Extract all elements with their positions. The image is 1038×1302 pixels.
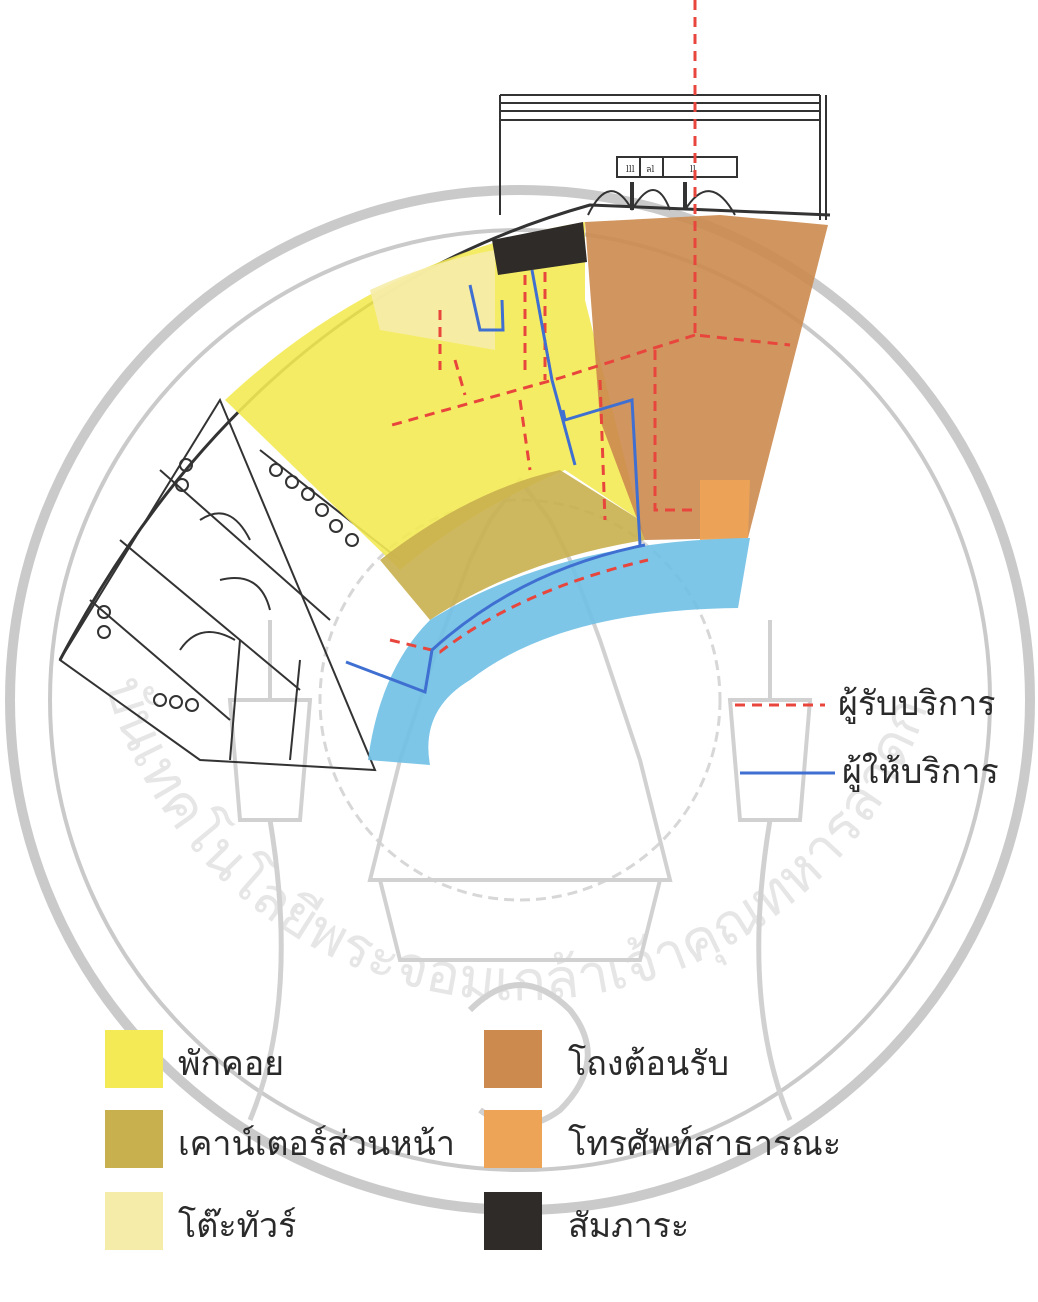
legend-item-lobby: โถงต้อนรับ xyxy=(484,1030,729,1088)
route-legend-staff: ผู้ให้บริการ xyxy=(740,752,999,792)
zone-corridor xyxy=(368,538,750,765)
zone-layer xyxy=(225,215,828,765)
legend-item-waiting: พักคอย xyxy=(105,1030,284,1088)
legend-swatch-phone xyxy=(484,1110,542,1168)
route-legend: ผู้รับบริการ ผู้ให้บริการ xyxy=(735,684,999,792)
legend-item-phone: โทรศัพท์สาธารณะ xyxy=(484,1110,841,1168)
zone-waiting xyxy=(225,222,640,570)
legend-item-luggage: สัมภาระ xyxy=(484,1192,689,1250)
entrance-label-3: ll xyxy=(690,165,696,175)
legend-swatch-waiting xyxy=(105,1030,163,1088)
zone-lobby xyxy=(585,215,828,540)
entrance-canopy xyxy=(499,94,827,220)
zone-front-counter xyxy=(380,470,645,620)
legend-item-tour-desk: โต๊ะทัวร์ xyxy=(105,1192,296,1250)
legend-label-waiting: พักคอย xyxy=(178,1044,284,1084)
zone-phone xyxy=(700,480,750,540)
zone-tour-desk xyxy=(370,250,495,350)
toilet-fixtures xyxy=(97,458,359,712)
legend-swatch-front-counter xyxy=(105,1110,163,1168)
entrance-label-2: ลl xyxy=(646,165,655,175)
legend-swatch-lobby xyxy=(484,1030,542,1088)
entrance-label-1: lll xyxy=(626,165,635,175)
guest-route xyxy=(389,0,791,654)
legend-swatch-luggage xyxy=(484,1192,542,1250)
legend-swatch-tour-desk xyxy=(105,1192,163,1250)
legend-label-front-counter: เคาน์เตอร์ส่วนหน้า xyxy=(178,1124,455,1164)
legend-item-front-counter: เคาน์เตอร์ส่วนหน้า xyxy=(105,1110,455,1168)
staff-route xyxy=(345,269,646,695)
route-legend-guest: ผู้รับบริการ xyxy=(735,684,996,724)
zone-legend: พักคอย โถงต้อนรับ เคาน์เตอร์ส่วนหน้า โทร… xyxy=(105,1030,841,1250)
guest-route-label: ผู้รับบริการ xyxy=(838,684,996,724)
legend-label-lobby: โถงต้อนรับ xyxy=(568,1044,729,1084)
outer-wall xyxy=(58,203,831,661)
legend-label-phone: โทรศัพท์สาธารณะ xyxy=(568,1124,841,1164)
zone-luggage xyxy=(492,222,587,275)
staff-route-label: ผู้ให้บริการ xyxy=(842,752,999,792)
legend-label-luggage: สัมภาระ xyxy=(568,1206,689,1246)
legend-label-tour-desk: โต๊ะทัวร์ xyxy=(178,1206,296,1246)
